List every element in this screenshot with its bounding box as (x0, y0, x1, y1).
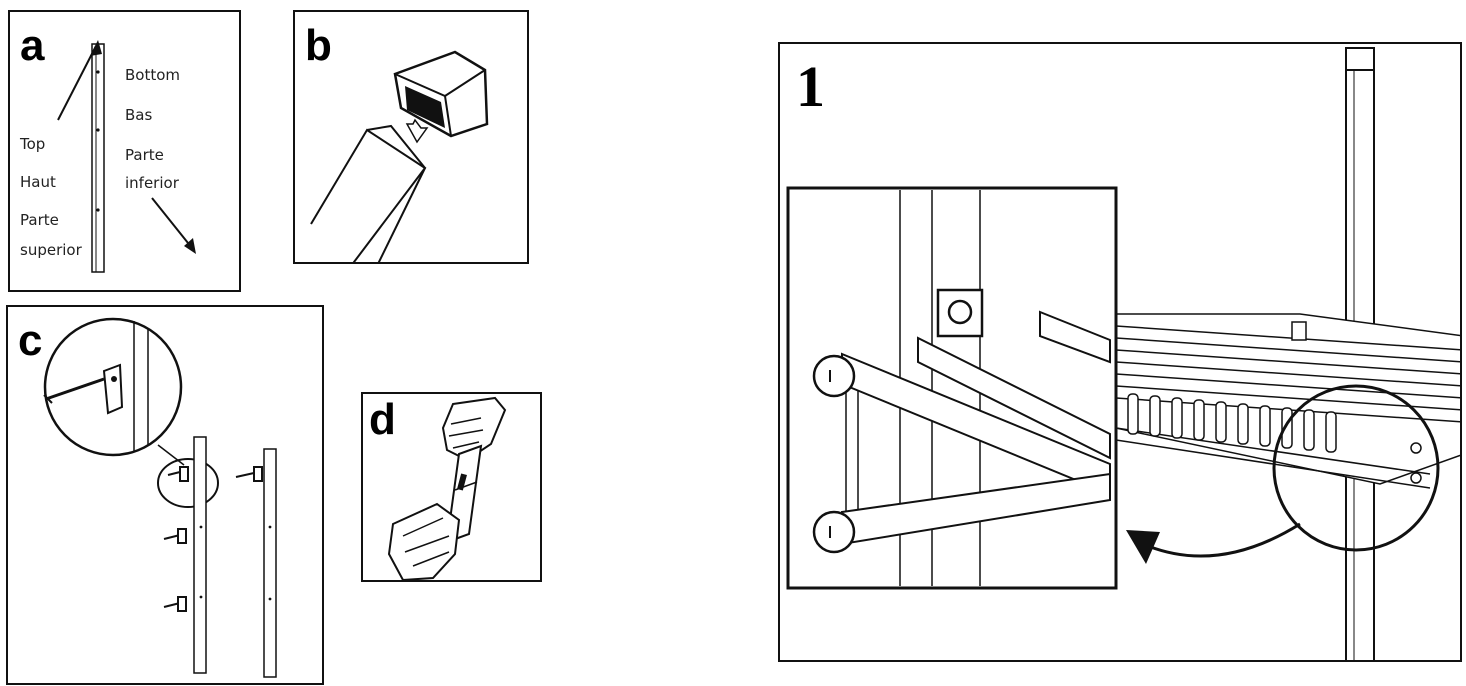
label-bottom: Bottom (125, 66, 181, 84)
hand-assembly-illustration (387, 396, 507, 580)
panel-b-letter: b (305, 21, 332, 70)
panel-c: c (6, 305, 324, 685)
panel-d-letter: d (369, 395, 396, 444)
panel-d: d (361, 392, 542, 582)
wall-mount-illustration (43, 317, 277, 678)
label-top: Top (20, 135, 46, 153)
label-inferior: inferior (125, 174, 179, 192)
panel-b: b (293, 10, 529, 264)
label-haut: Haut (20, 173, 56, 191)
panel-a-letter: a (20, 21, 45, 70)
label-bas: Bas (125, 106, 153, 124)
label-parte-right: Parte (125, 146, 164, 164)
panel-a: a Top Haut Parte superior Bottom Bas Par… (8, 10, 241, 292)
label-parte-left: Parte (20, 211, 59, 229)
upright-post-illustration (57, 40, 196, 273)
end-cap-illustration (310, 50, 489, 262)
panel-step-1: 1 (778, 42, 1462, 662)
label-superior: superior (20, 241, 82, 259)
panel-c-letter: c (18, 316, 43, 365)
step-1-number: 1 (796, 54, 825, 119)
shelf-assembly-illustration (786, 47, 1460, 660)
